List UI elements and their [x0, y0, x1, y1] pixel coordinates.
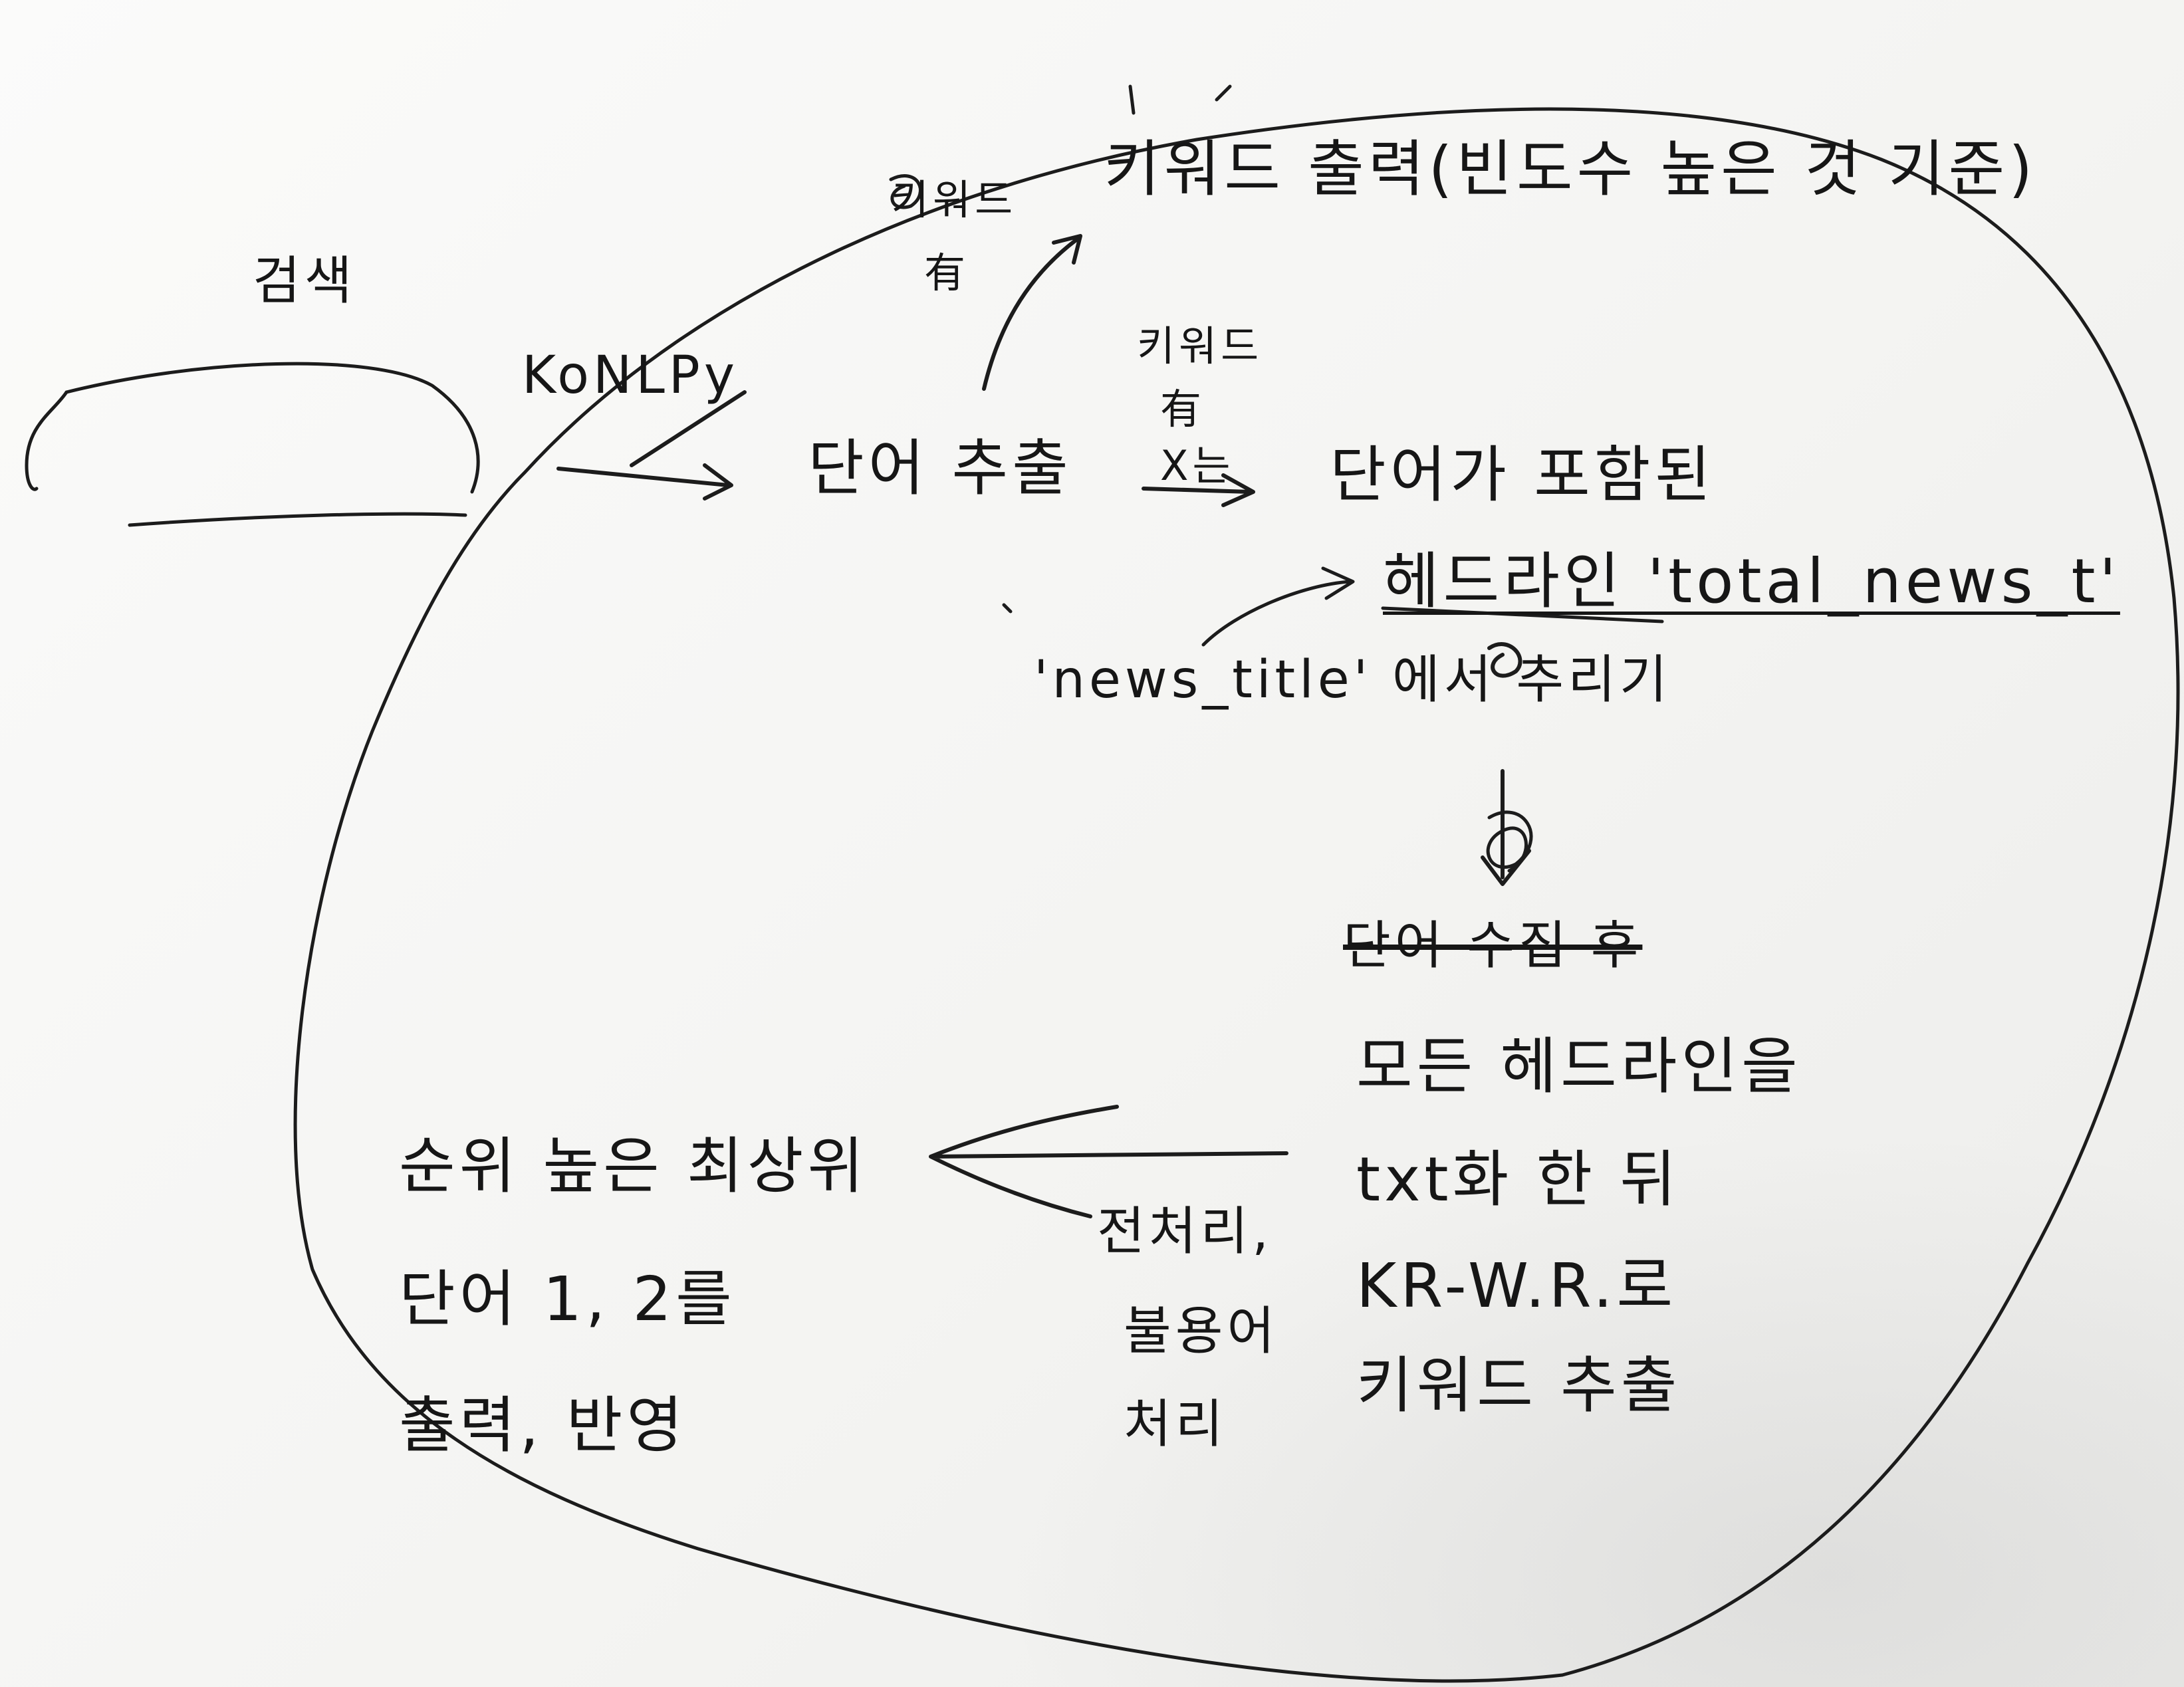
contains-word-label: 단어가 포함된 — [1330, 439, 1715, 510]
after-txt-label: txt화 한 뒤 — [1356, 1144, 1680, 1215]
result-arrow — [929, 1105, 1288, 1218]
word-extract-label: 단어 추출 — [808, 433, 1072, 504]
keyword-extract-label: 키워드 추출 — [1356, 1350, 1681, 1421]
struck-text-label: 단어 수집 후 — [1343, 916, 1643, 976]
keyword-mid-have-label: 有 — [1160, 385, 1206, 433]
scribble-mark — [1487, 642, 1522, 678]
keyword-have-label: 有 — [924, 249, 970, 297]
konlpy-arrow — [556, 390, 747, 501]
word-12-label: 단어 1, 2를 — [399, 1264, 736, 1335]
contains-arrow — [1142, 473, 1255, 507]
keyword-mid-label: 키워드 — [1137, 322, 1263, 370]
scribble-mark — [1002, 603, 1013, 614]
headline-total-label: 헤드라인 'total_news_t' — [1383, 546, 2120, 617]
search-box-top — [64, 362, 480, 494]
enclosing-loop — [293, 107, 2180, 1683]
shadow-area — [997, 1130, 2184, 1687]
news-title-arrow — [1201, 566, 1355, 647]
kr-wordrank-label: KR-W.R.로 — [1356, 1250, 1677, 1321]
scribble-mark — [1128, 84, 1232, 115]
preprocess-label: 전처리, — [1097, 1202, 1273, 1262]
stopwords-label: 불용어 — [1124, 1301, 1279, 1361]
process-label: 처리 — [1124, 1395, 1227, 1454]
down-arrow-scribble — [1486, 810, 1533, 873]
rank-top-label: 순위 높은 최상위 — [399, 1131, 868, 1202]
search-box-bottom — [128, 512, 467, 527]
keyword-none-label: X는 — [1160, 441, 1235, 490]
scribble-mark — [889, 174, 922, 209]
keyword-output-label: 키워드 출력(빈도수 높은 것 기준) — [1104, 134, 2037, 205]
keyword-have-arrow — [982, 234, 1082, 391]
konlpy-label: KoNLPy — [522, 346, 739, 405]
search-box-shape — [25, 390, 68, 491]
headline-underline — [1381, 606, 1664, 623]
news-title-label: 'news_title' 에서 추리기 — [1034, 650, 1671, 710]
search-label: 검색 — [253, 251, 356, 311]
all-headlines-label: 모든 헤드라인을 — [1356, 1031, 1802, 1102]
keyword-top-label: 키워드 — [891, 175, 1017, 224]
output-reflect-label: 출력, 반영 — [399, 1390, 687, 1461]
